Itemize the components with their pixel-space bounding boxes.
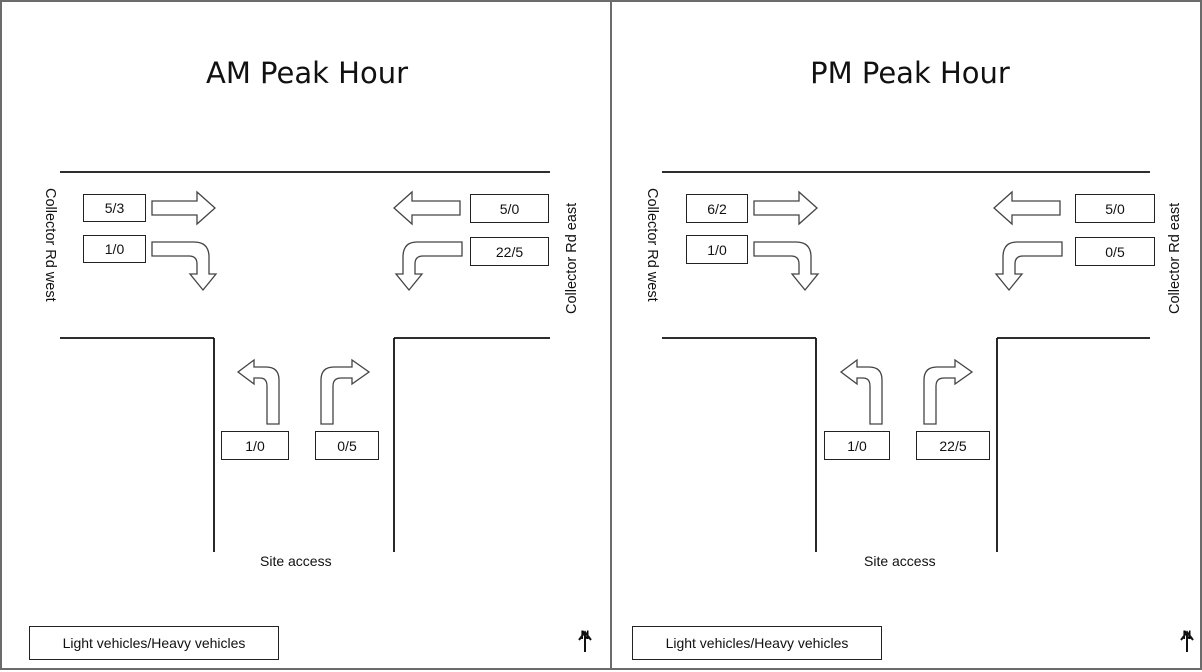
east-through-arrow-icon xyxy=(393,190,461,226)
east-left-turn-arrow-icon xyxy=(994,241,1063,292)
road-label-east: Collector Rd east xyxy=(1167,202,1183,314)
intersection-linework xyxy=(662,171,1150,552)
volume-box-west-through: 5/3 xyxy=(83,194,146,222)
road-label-west: Collector Rd west xyxy=(42,188,58,302)
west-through-arrow-icon xyxy=(151,190,216,226)
site-access-label: Site access xyxy=(864,553,936,569)
volume-box-east-through: 5/0 xyxy=(470,194,549,223)
west-through-arrow-icon xyxy=(753,190,818,226)
north-arrow: N xyxy=(1177,628,1197,652)
volume-box-east-left: 22/5 xyxy=(470,237,549,266)
volume-box-site-left: 1/0 xyxy=(221,431,289,460)
intersection-linework xyxy=(60,171,550,552)
west-right-turn-arrow-icon xyxy=(151,241,218,292)
volume-box-site-left: 1/0 xyxy=(824,431,890,460)
volume-box-site-right: 22/5 xyxy=(916,431,990,460)
volume-box-west-right: 1/0 xyxy=(83,235,146,263)
volume-box-west-right: 1/0 xyxy=(686,235,748,264)
north-arrow-icon xyxy=(1180,630,1194,652)
site-access-label: Site access xyxy=(260,553,332,569)
north-arrow-icon xyxy=(578,630,592,652)
road-label-west: Collector Rd west xyxy=(644,188,660,302)
north-arrow: N xyxy=(575,628,595,652)
site-right-turn-arrow-icon xyxy=(320,358,371,425)
east-left-turn-arrow-icon xyxy=(394,241,463,292)
west-right-turn-arrow-icon xyxy=(753,241,820,292)
site-right-turn-arrow-icon xyxy=(923,358,974,425)
pm-peak-panel: PM Peak Hour 6/2 1/0 5/0 0/5 1/0 22/5 Co… xyxy=(610,0,1202,670)
site-left-turn-arrow-icon xyxy=(236,358,280,425)
volume-box-east-left: 0/5 xyxy=(1075,237,1155,266)
legend-box: Light vehicles/Heavy vehicles xyxy=(632,626,882,660)
panel-title: PM Peak Hour xyxy=(810,56,1010,90)
volume-box-east-through: 5/0 xyxy=(1075,194,1155,223)
site-left-turn-arrow-icon xyxy=(839,358,883,425)
road-label-east: Collector Rd east xyxy=(564,202,580,314)
volume-box-west-through: 6/2 xyxy=(686,194,748,223)
volume-box-site-right: 0/5 xyxy=(315,431,379,460)
legend-box: Light vehicles/Heavy vehicles xyxy=(29,626,279,660)
panel-title: AM Peak Hour xyxy=(205,56,408,90)
am-peak-panel: AM Peak Hour 5/3 1/0 5/0 22/5 1/0 0/5 Co… xyxy=(0,0,612,670)
east-through-arrow-icon xyxy=(993,190,1061,226)
